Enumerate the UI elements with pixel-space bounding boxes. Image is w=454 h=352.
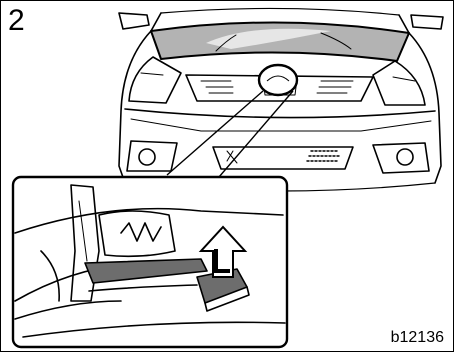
body-outline-left	[119, 31, 151, 183]
car-hood	[151, 22, 409, 61]
figure-code: b12136	[391, 329, 444, 347]
fog-light-right	[397, 149, 413, 165]
step-number: 2	[8, 4, 25, 38]
focus-circle	[259, 65, 297, 95]
headlight-right	[373, 61, 425, 105]
fog-light-left-housing	[127, 141, 177, 171]
fog-light-right-housing	[373, 143, 429, 173]
mirror-right	[411, 15, 443, 29]
windshield-right-edge	[399, 15, 409, 33]
fog-light-left	[139, 149, 155, 165]
mirror-left	[119, 13, 149, 29]
body-outline-right	[409, 33, 441, 183]
windshield-left-edge	[151, 13, 161, 31]
callout-connector	[167, 91, 293, 177]
front-bumper	[125, 109, 435, 118]
detail-inset	[13, 177, 287, 347]
headlight-left	[129, 57, 181, 103]
car-front-view	[119, 8, 443, 191]
roof-line	[161, 8, 399, 15]
